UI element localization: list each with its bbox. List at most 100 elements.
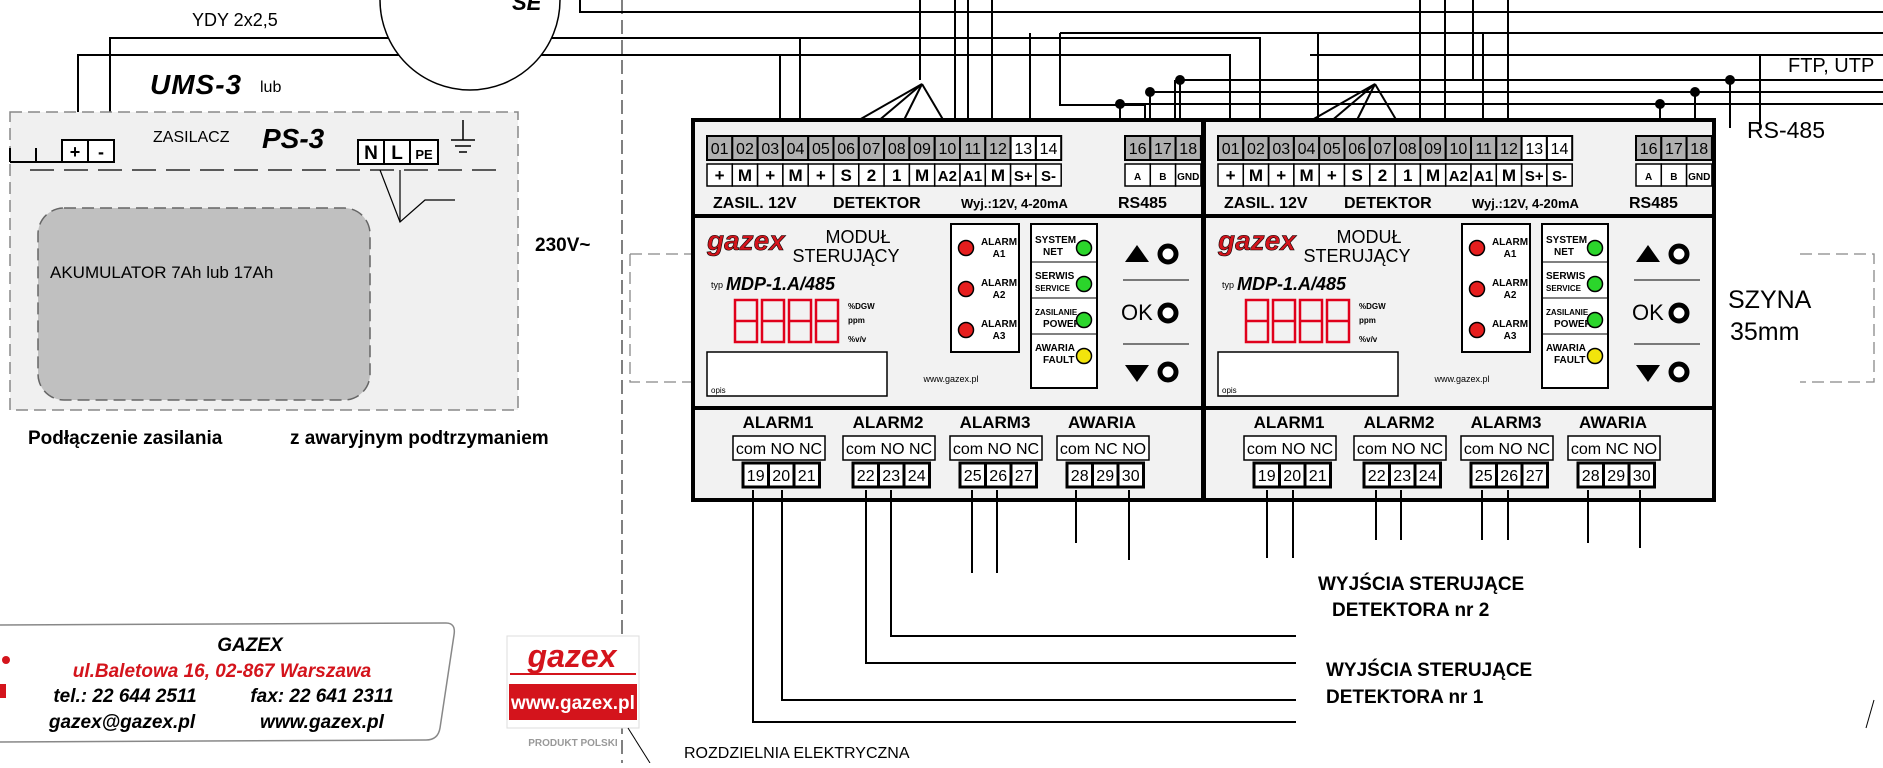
terminal-sign-box xyxy=(1546,163,1573,187)
relay-terminal-box xyxy=(1469,461,1498,489)
rs-sign: B xyxy=(1670,172,1677,183)
alarm-led-label: ALARM xyxy=(1492,278,1528,289)
relay-terminal-number: 22 xyxy=(1368,468,1386,485)
terminal-box xyxy=(706,135,734,161)
terminal-number: 07 xyxy=(863,141,881,158)
terminal-sign: M xyxy=(1426,166,1440,185)
rs-terminal-box xyxy=(1124,135,1152,161)
status-led-label: NET xyxy=(1043,247,1063,258)
relay-terminal-box xyxy=(792,461,821,489)
relay-terminal-number: 30 xyxy=(1122,468,1140,485)
terminal-number: 14 xyxy=(1551,141,1569,158)
terminal-sign: S xyxy=(840,166,851,185)
relay-terminal-number: 23 xyxy=(1393,468,1411,485)
down-button[interactable] xyxy=(1668,361,1690,383)
unit-dgw: %DGW xyxy=(848,302,875,311)
company-name: GAZEX xyxy=(217,635,284,656)
label-zasil: ZASIL. 12V xyxy=(1224,195,1308,212)
seven-segment-display xyxy=(733,298,840,344)
svg-text:+: + xyxy=(70,142,81,162)
terminal-number: 06 xyxy=(837,141,855,158)
status-led xyxy=(1075,239,1093,257)
status-led-label: SERWIS xyxy=(1546,271,1586,282)
up-button[interactable] xyxy=(1157,243,1179,265)
terminal-number: 01 xyxy=(711,141,729,158)
terminal-box xyxy=(1545,135,1574,161)
terminal-number: 13 xyxy=(1014,141,1032,158)
panel-brand-logo: gazex xyxy=(706,225,786,256)
terminal-number: 10 xyxy=(1449,141,1467,158)
terminal-number: 04 xyxy=(1298,141,1316,158)
control-buttons: OK xyxy=(1632,243,1700,383)
terminal-sign: M xyxy=(1249,166,1263,185)
ground-icon xyxy=(451,120,475,153)
relay-group-name: ALARM1 xyxy=(1254,413,1325,432)
status-led-label: ZASILANIE xyxy=(1546,308,1589,317)
battery xyxy=(37,207,371,401)
relay-terminal-number: 19 xyxy=(747,468,765,485)
terminal-box xyxy=(1267,135,1295,161)
terminal-number: 05 xyxy=(812,141,830,158)
ums-title: UMS-3 lub xyxy=(150,69,281,100)
relay-terminal-number: 24 xyxy=(1419,468,1437,485)
relay-contacts-label: com NO NC xyxy=(1357,441,1443,458)
terminal-number: 08 xyxy=(888,141,906,158)
status-led-label: POWER xyxy=(1043,319,1082,330)
relay-contacts-box xyxy=(1567,435,1661,461)
panel-typ: typ xyxy=(1222,280,1234,290)
status-led-label: SERVICE xyxy=(1035,284,1071,293)
relay-terminal-number: 28 xyxy=(1582,468,1600,485)
modules-layer: 01+02M03+04M05+06S07208109M10A211A112M13… xyxy=(691,118,1716,502)
alarm-led-label: ALARM xyxy=(1492,237,1528,248)
alarm-led-label: A1 xyxy=(993,249,1006,260)
relay-terminal-box xyxy=(902,461,931,489)
ok-button[interactable] xyxy=(1157,302,1179,324)
rs-terminal-number: 18 xyxy=(1179,141,1197,158)
description-field xyxy=(1217,351,1399,397)
terminal-box xyxy=(933,135,962,161)
company-www: www.gazex.pl xyxy=(260,712,385,733)
terminal-sign: 1 xyxy=(1403,166,1412,185)
label-rs485: RS485 xyxy=(1118,195,1167,212)
terminal-box xyxy=(781,135,810,161)
company-card xyxy=(0,622,456,743)
relay-terminal-number: 20 xyxy=(1283,468,1301,485)
terminal-sign: A1 xyxy=(1474,168,1493,185)
up-button[interactable] xyxy=(1668,243,1690,265)
label-wyj: Wyj.:12V, 4-20mA xyxy=(1472,196,1580,211)
det1-label-2: DETEKTORA nr 1 xyxy=(1326,687,1484,708)
status-led-label: FAULT xyxy=(1554,355,1585,366)
bus-label-rs485: RS-485 xyxy=(1747,117,1825,143)
relay-terminal-box xyxy=(1576,461,1605,489)
down-button[interactable] xyxy=(1157,361,1179,383)
relay-terminal-box xyxy=(958,461,987,489)
rs-terminal-box xyxy=(1635,135,1663,161)
terminal-number: 08 xyxy=(1399,141,1417,158)
terminal-number: 10 xyxy=(938,141,956,158)
ac-terminal-label: L xyxy=(391,143,403,164)
alarm-led-label: A3 xyxy=(993,331,1006,342)
alarm-led xyxy=(957,239,975,257)
rs-sign: A xyxy=(1134,172,1141,183)
relay-terminal-number: 26 xyxy=(989,468,1007,485)
description-field xyxy=(706,351,888,397)
ok-button[interactable] xyxy=(1668,302,1690,324)
status-led xyxy=(1586,275,1604,293)
panel-typ: typ xyxy=(711,280,723,290)
alarm-led-label: ALARM xyxy=(981,278,1017,289)
relay-terminal-box xyxy=(1413,461,1442,489)
company-tel: tel.: 22 644 2511 xyxy=(53,686,196,707)
det2-label-2: DETEKTORA nr 2 xyxy=(1332,600,1489,621)
det2-label-1: WYJŚCIA STERUJĄCE xyxy=(1318,573,1524,595)
status-led-label: SYSTEM xyxy=(1035,235,1076,246)
label-wyj: Wyj.:12V, 4-20mA xyxy=(961,196,1069,211)
unit-vv: %v/v xyxy=(1359,335,1378,344)
relay-contacts-label: com NO NC xyxy=(736,441,822,458)
alarm-led-label: A2 xyxy=(1504,290,1517,301)
status-led-label: FAULT xyxy=(1043,355,1074,366)
terminal-box xyxy=(908,135,936,161)
terminal-sign: A1 xyxy=(963,168,982,185)
terminal-number: 02 xyxy=(1247,141,1265,158)
status-led-label: SERVICE xyxy=(1546,284,1582,293)
